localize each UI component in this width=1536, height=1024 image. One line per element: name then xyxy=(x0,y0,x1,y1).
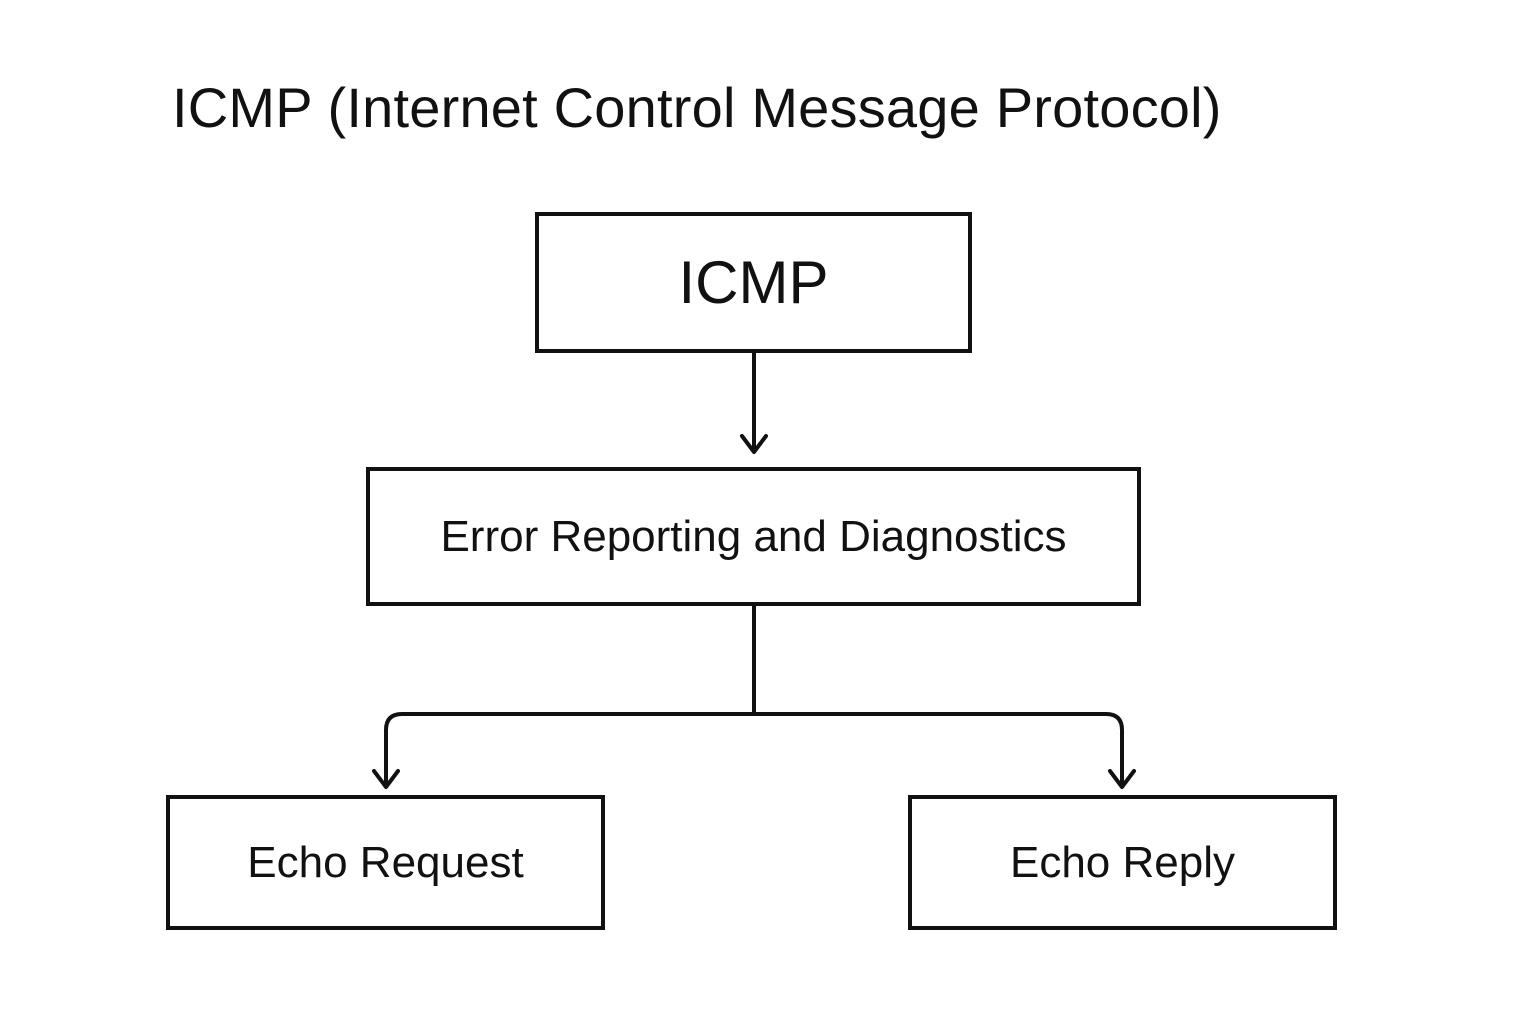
arrowhead-echo-request xyxy=(372,769,400,789)
arrowhead-echo-reply xyxy=(1108,769,1136,789)
node-echo-request: Echo Request xyxy=(166,795,605,930)
edge-error-to-echo-reply xyxy=(752,712,1124,787)
node-icmp-label: ICMP xyxy=(678,249,829,316)
node-icmp: ICMP xyxy=(535,212,972,353)
node-echo-request-label: Echo Request xyxy=(247,837,524,887)
edge-error-to-echo-request xyxy=(384,712,756,787)
node-error-reporting: Error Reporting and Diagnostics xyxy=(366,467,1141,606)
node-echo-reply-label: Echo Reply xyxy=(1009,837,1235,887)
diagram-title: ICMP (Internet Control Message Protocol) xyxy=(172,76,1222,139)
node-echo-reply: Echo Reply xyxy=(908,795,1337,930)
node-error-reporting-label: Error Reporting and Diagnostics xyxy=(440,511,1067,561)
arrowhead-icmp-to-error xyxy=(740,434,768,454)
